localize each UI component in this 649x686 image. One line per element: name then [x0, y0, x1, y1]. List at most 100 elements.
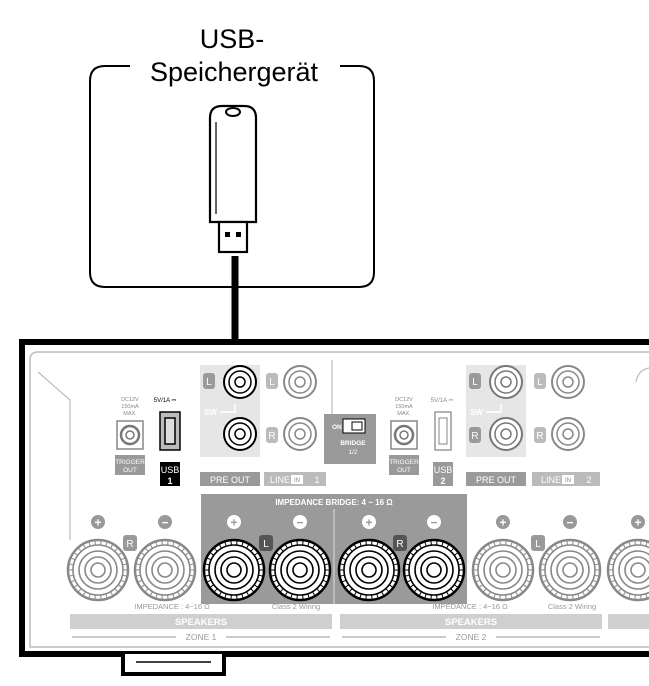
knurl-tick — [365, 594, 367, 600]
knurl-tick — [376, 541, 379, 547]
knurl-tick — [505, 594, 507, 600]
knurl-tick — [589, 584, 595, 589]
usb-rating-2: 5V/1A ⎓ — [431, 398, 454, 404]
knurl-tick — [241, 593, 244, 599]
knurl-tick — [493, 593, 496, 599]
knurl-tick — [540, 574, 546, 577]
bottom-labels: IMPEDANCE : 4~16 Ω Class 2 Wiring IMPEDA… — [70, 602, 649, 642]
knurl-tick — [82, 543, 86, 549]
usb-label-2: USB — [434, 465, 453, 475]
line-in-2-r: R — [536, 431, 543, 442]
knurl-tick — [594, 563, 600, 566]
knurl-tick — [110, 591, 114, 597]
knurl-tick — [446, 543, 450, 549]
rear-panel: DC12V 150mA MAX. TRIGGER OUT 5V/1A ⎓ USB… — [19, 339, 649, 676]
knurl-tick — [549, 547, 554, 552]
knurl-tick — [549, 588, 554, 593]
knurl-tick — [406, 557, 412, 561]
zone1-l-minus-terminal: − — [268, 515, 332, 602]
knurl-tick — [348, 547, 353, 552]
knurl-tick — [413, 547, 418, 552]
knurl-tick — [393, 574, 399, 577]
binding-post-ring — [292, 562, 308, 578]
knurl-tick — [82, 591, 86, 597]
usb-rating-1: 5V/1A ⎓ — [154, 398, 177, 404]
knurl-tick — [527, 563, 533, 566]
knurl-tick — [577, 593, 580, 599]
pre-out-2-l: L — [472, 377, 478, 388]
line-in-1-badge: IN — [294, 478, 300, 484]
knurl-tick — [149, 543, 153, 549]
knurl-tick — [213, 547, 218, 552]
knurl-tick — [586, 588, 591, 593]
trigger-spec-1b: 150mA — [121, 404, 139, 410]
knurl-tick — [100, 540, 102, 546]
knurl-tick — [70, 579, 76, 583]
knurl-tick — [114, 588, 119, 593]
knurl-tick — [622, 591, 626, 597]
zone1-r-plus-terminal: + — [66, 515, 130, 602]
minus-icon — [293, 515, 307, 529]
knurl-tick — [189, 574, 195, 577]
minus-sign: − — [161, 516, 168, 530]
plus-sign: + — [499, 516, 506, 530]
knurl-tick — [135, 574, 141, 577]
knurl-tick — [572, 540, 574, 546]
knurl-tick — [144, 588, 149, 593]
zone2-r-mark: R — [396, 539, 403, 550]
impedance-label-1: IMPEDANCE : 4~16 Ω — [134, 602, 210, 611]
knurl-tick — [424, 541, 427, 547]
knurl-tick — [515, 543, 519, 549]
trigger-out-2: DC12V 150mA MAX. TRIGGER OUT — [389, 397, 419, 475]
knurl-tick — [275, 551, 281, 556]
knurl-tick — [441, 541, 444, 547]
trigger-spec-2a: DC12V — [395, 397, 413, 403]
knurl-tick — [270, 574, 276, 577]
knurl-tick — [94, 594, 96, 600]
usb-num-1: 1 — [167, 476, 172, 486]
knurl-tick — [224, 541, 227, 547]
binding-post-ring — [226, 562, 242, 578]
trigger-out-2-top: TRIGGER — [389, 459, 419, 466]
knurl-tick — [409, 551, 415, 556]
plus-sign: + — [94, 516, 101, 530]
knurl-tick — [312, 543, 316, 549]
knurl-tick — [253, 551, 259, 556]
knurl-tick — [424, 593, 427, 599]
trigger-spec-1c: MAX. — [123, 411, 137, 417]
knurl-tick — [393, 563, 399, 566]
minus-icon — [563, 515, 577, 529]
knurl-tick — [510, 541, 513, 547]
knurl-tick — [582, 543, 586, 549]
knurl-tick — [122, 563, 128, 566]
knurl-tick — [522, 551, 528, 556]
binding-post-ring — [361, 562, 377, 578]
knurl-tick — [450, 547, 455, 552]
knurl-tick — [177, 591, 181, 597]
trigger-spec-2c: MAX. — [397, 411, 411, 417]
knurl-tick — [172, 541, 175, 547]
knurl-tick — [120, 557, 126, 561]
knurl-tick — [140, 584, 146, 589]
knurl-tick — [236, 540, 238, 546]
knurl-tick — [381, 543, 385, 549]
knurl-tick — [218, 543, 222, 549]
knurl-tick — [204, 563, 210, 566]
knurl-tick — [279, 547, 284, 552]
knurl-tick — [617, 588, 622, 593]
knurl-tick — [316, 547, 321, 552]
line-in-2-num: 2 — [586, 475, 591, 485]
knurl-tick — [105, 593, 108, 599]
knurl-tick — [499, 540, 501, 546]
trigger-out-1: DC12V 150mA MAX. TRIGGER OUT — [115, 397, 145, 475]
knurl-tick — [525, 579, 531, 583]
plus-icon — [91, 515, 105, 529]
knurl-tick — [302, 540, 304, 546]
knurl-tick — [167, 540, 169, 546]
knurl-tick — [645, 593, 648, 599]
knurl-tick — [246, 543, 250, 549]
knurl-tick — [359, 593, 362, 599]
minus-sign: − — [430, 516, 437, 530]
knurl-tick — [77, 588, 82, 593]
